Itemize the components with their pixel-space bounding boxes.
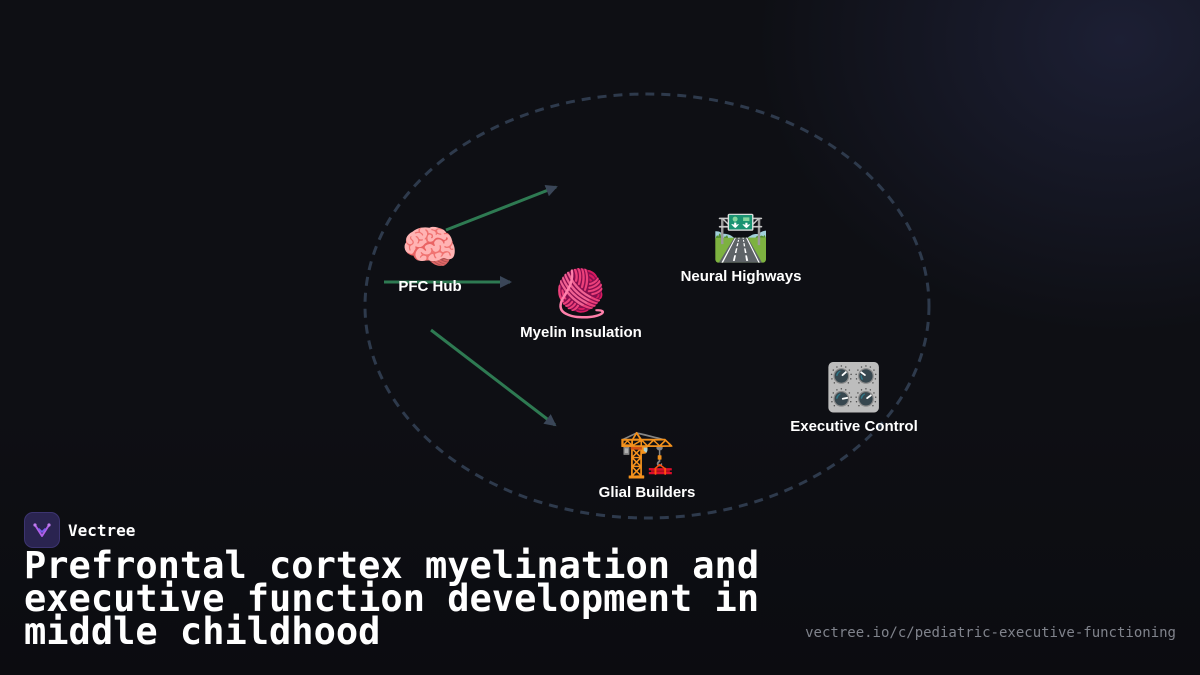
system-boundary — [363, 92, 931, 520]
node-label: Executive Control — [790, 418, 918, 435]
node-label: PFC Hub — [398, 278, 462, 295]
brand: Vectree — [24, 512, 135, 548]
node-myelin-insulation: 🧶 Myelin Insulation — [520, 266, 642, 341]
control-knobs-icon: 🎛️ — [825, 360, 883, 414]
node-label: Myelin Insulation — [520, 324, 642, 341]
construction-crane-icon: 🏗️ — [618, 426, 676, 480]
node-label: Neural Highways — [680, 268, 802, 285]
brand-name: Vectree — [68, 520, 136, 540]
source-url[interactable]: vectree.io/c/pediatric-executive-functio… — [805, 625, 1176, 641]
yarn-icon: 🧶 — [552, 266, 610, 320]
node-label: Glial Builders — [598, 484, 696, 501]
node-pfc-hub: 🧠 PFC Hub — [398, 220, 461, 295]
page-title: Prefrontal cortex myelination and execut… — [24, 544, 760, 653]
vectree-logo-icon — [24, 512, 60, 548]
node-neural-highways: 🛣️ Neural Highways — [681, 210, 802, 285]
node-glial-builders: 🏗️ Glial Builders — [599, 426, 696, 501]
arrow-pfc-to-glial — [430, 328, 557, 427]
node-executive-control: 🎛️ Executive Control — [790, 360, 918, 435]
arrow-pfc-to-upper — [445, 185, 558, 232]
brain-icon: 🧠 — [401, 220, 459, 274]
motorway-icon: 🛣️ — [712, 210, 770, 264]
